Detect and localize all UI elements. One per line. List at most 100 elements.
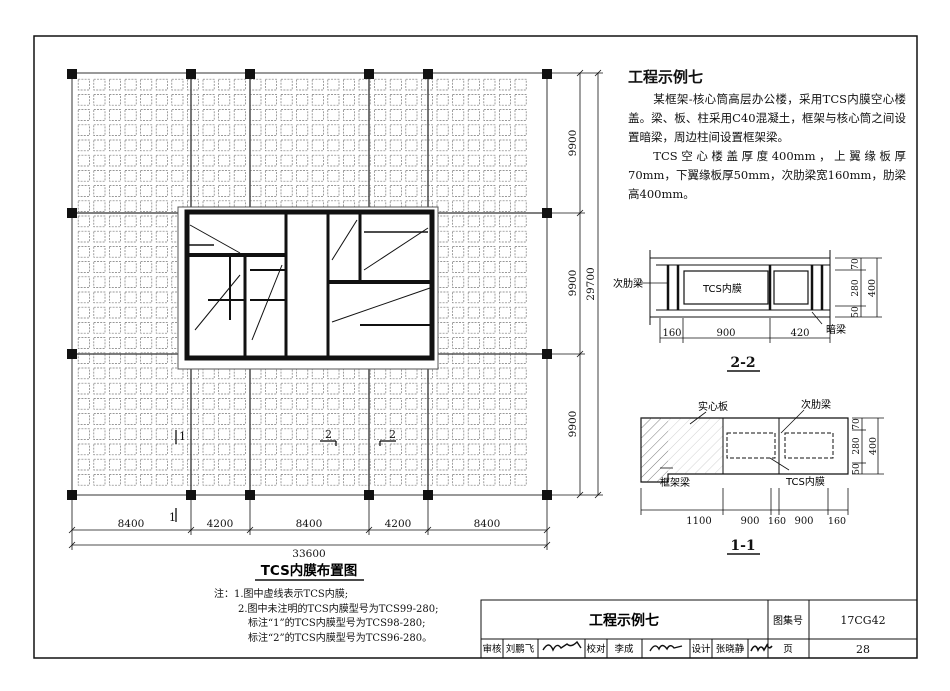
tcs-membrane-cell xyxy=(311,185,324,197)
tcs-membrane-cell xyxy=(140,398,153,410)
tcs-membrane-cell xyxy=(233,458,246,471)
tcs-membrane-cell xyxy=(280,170,293,182)
tcs-membrane-cell xyxy=(436,367,449,380)
reviewer-signature xyxy=(542,640,582,652)
tcs-membrane-cell xyxy=(218,458,231,471)
dim-bottom-5: 8400 xyxy=(474,518,501,530)
tcs-membrane-cell xyxy=(499,185,511,197)
tcs-membrane-cell xyxy=(421,170,433,182)
tcs-membrane-cell xyxy=(467,230,480,243)
tcs-membrane-cell xyxy=(452,215,465,228)
tcs-membrane-cell xyxy=(77,215,90,228)
tcs-membrane-cell xyxy=(327,413,340,425)
tcs-membrane-cell xyxy=(514,398,527,410)
tcs-membrane-cell xyxy=(452,443,465,456)
tcs-membrane-cell xyxy=(327,170,340,182)
tcs-membrane-cell xyxy=(436,474,449,486)
tcs-membrane-cell xyxy=(452,398,465,410)
tcs-membrane-cell xyxy=(124,291,137,304)
tcs-membrane-cell xyxy=(140,352,153,364)
tcs-membrane-cell xyxy=(140,78,153,91)
tcs-membrane-cell xyxy=(77,154,90,167)
tcs-membrane-cell xyxy=(374,185,387,197)
tcs-membrane-cell xyxy=(187,170,199,182)
tcs-membrane-cell xyxy=(514,443,527,456)
tcs-membrane-cell xyxy=(124,200,137,212)
tcs-membrane-cell xyxy=(374,94,387,106)
tcs-membrane-cell xyxy=(171,413,184,425)
tcs-membrane-cell xyxy=(140,413,153,425)
tcs-membrane-cell xyxy=(467,322,480,334)
tcs-membrane-cell xyxy=(155,352,168,364)
tcs-membrane-cell xyxy=(436,261,449,273)
tcs-membrane-cell xyxy=(499,398,511,410)
tcs-membrane-cell xyxy=(109,306,121,319)
tcs-membrane-cell xyxy=(483,185,496,197)
tcs-membrane-cell xyxy=(140,154,153,167)
tcs-membrane-cell xyxy=(93,474,106,486)
tcs-membrane-cell xyxy=(327,200,340,212)
tcs-membrane-cell xyxy=(311,474,324,486)
tcs-membrane-cell xyxy=(514,78,527,91)
tcs-membrane-cell xyxy=(187,185,199,197)
tcs-membrane-cell xyxy=(140,230,153,243)
tcs-membrane-cell xyxy=(405,458,418,471)
tcs-membrane-cell xyxy=(499,291,511,304)
tcs-membrane-cell xyxy=(405,78,418,91)
tcs-membrane-cell xyxy=(233,413,246,425)
tcs-membrane-cell xyxy=(280,200,293,212)
tcs-membrane-cell xyxy=(311,428,324,440)
tcs-membrane-cell xyxy=(389,94,402,106)
tcs-membrane-cell xyxy=(421,458,433,471)
tcs-membrane-cell xyxy=(202,94,215,106)
tcs-membrane-cell xyxy=(421,413,433,425)
tcs-membrane-cell xyxy=(280,428,293,440)
tcs-membrane-cell xyxy=(483,306,496,319)
tcs-membrane-cell xyxy=(436,124,449,136)
tcs-membrane-cell xyxy=(249,154,262,167)
tcs-membrane-cell xyxy=(280,413,293,425)
tcs-membrane-cell xyxy=(249,382,262,395)
tcs-membrane-cell xyxy=(374,139,387,152)
tcs-membrane-cell xyxy=(452,170,465,182)
tcs-membrane-cell xyxy=(436,398,449,410)
tcs-membrane-cell xyxy=(514,458,527,471)
tcs-membrane-cell xyxy=(374,443,387,456)
tcs-membrane-cell xyxy=(405,398,418,410)
tcs-membrane-cell xyxy=(249,458,262,471)
tcs-membrane-cell xyxy=(109,428,121,440)
tcs-membrane-cell xyxy=(280,458,293,471)
tcs-membrane-cell xyxy=(124,78,137,91)
tcs-membrane-cell xyxy=(296,474,309,486)
tcs-membrane-cell xyxy=(343,398,355,410)
tcs-membrane-cell xyxy=(389,139,402,152)
section-2-2: TCS内膜 次肋梁 暗梁 160 900 420 70 280 50 400 2… xyxy=(613,250,882,372)
tcs-membrane-cell xyxy=(389,200,402,212)
project-description: 工程示例七 某框架-核心筒高层办公楼，采用TCS内膜空心楼盖。梁、板、柱采用C4… xyxy=(628,66,906,204)
tcs-membrane-cell xyxy=(93,109,106,121)
tcs-membrane-cell xyxy=(109,413,121,425)
tcs-membrane-cell xyxy=(140,474,153,486)
tcs-membrane-cell xyxy=(343,154,355,167)
tcs-membrane-cell xyxy=(452,261,465,273)
tcs-membrane-cell xyxy=(358,109,371,121)
tcs-membrane-cell xyxy=(467,170,480,182)
tcs-membrane-cell xyxy=(343,458,355,471)
tcs-membrane-cell xyxy=(109,352,121,364)
tcs-membrane-cell xyxy=(93,124,106,136)
tcs-membrane-cell xyxy=(280,382,293,395)
tcs-membrane-cell xyxy=(405,382,418,395)
tcs-membrane-cell xyxy=(452,246,465,258)
plan-notes: 注：1.图中虚线表示TCS内膜; 2.图中未注明的TCS内膜型号为TCS99-2… xyxy=(214,588,438,646)
tcs-membrane-cell xyxy=(249,428,262,440)
tcs-membrane-cell xyxy=(218,413,231,425)
tcs-membrane-cell xyxy=(436,337,449,349)
tcs-membrane-cell xyxy=(93,413,106,425)
tcs-membrane-cell xyxy=(343,94,355,106)
tcs-membrane-cell xyxy=(155,382,168,395)
tcs-membrane-cell xyxy=(265,109,277,121)
tcs-membrane-cell xyxy=(343,200,355,212)
tcs-membrane-cell xyxy=(483,428,496,440)
section-1-1: 实心板 次肋梁 框架梁 TCS内膜 1100 900 160 900 160 7… xyxy=(640,398,884,555)
tcs-membrane-cell xyxy=(140,443,153,456)
